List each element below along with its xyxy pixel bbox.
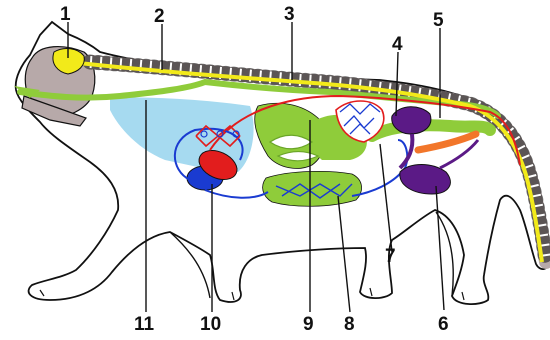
label-3: 3 (284, 4, 295, 25)
toe-lines (40, 288, 464, 300)
label-5: 5 (433, 10, 444, 31)
label-4: 4 (392, 34, 403, 55)
kidney (392, 107, 431, 134)
label-10: 10 (200, 314, 221, 335)
label-11: 11 (134, 314, 155, 335)
label-9: 9 (303, 314, 314, 335)
label-6: 6 (438, 314, 449, 335)
label-1: 1 (60, 4, 71, 25)
label-8: 8 (344, 314, 355, 335)
label-2: 2 (154, 6, 165, 27)
label-7: 7 (385, 246, 396, 267)
